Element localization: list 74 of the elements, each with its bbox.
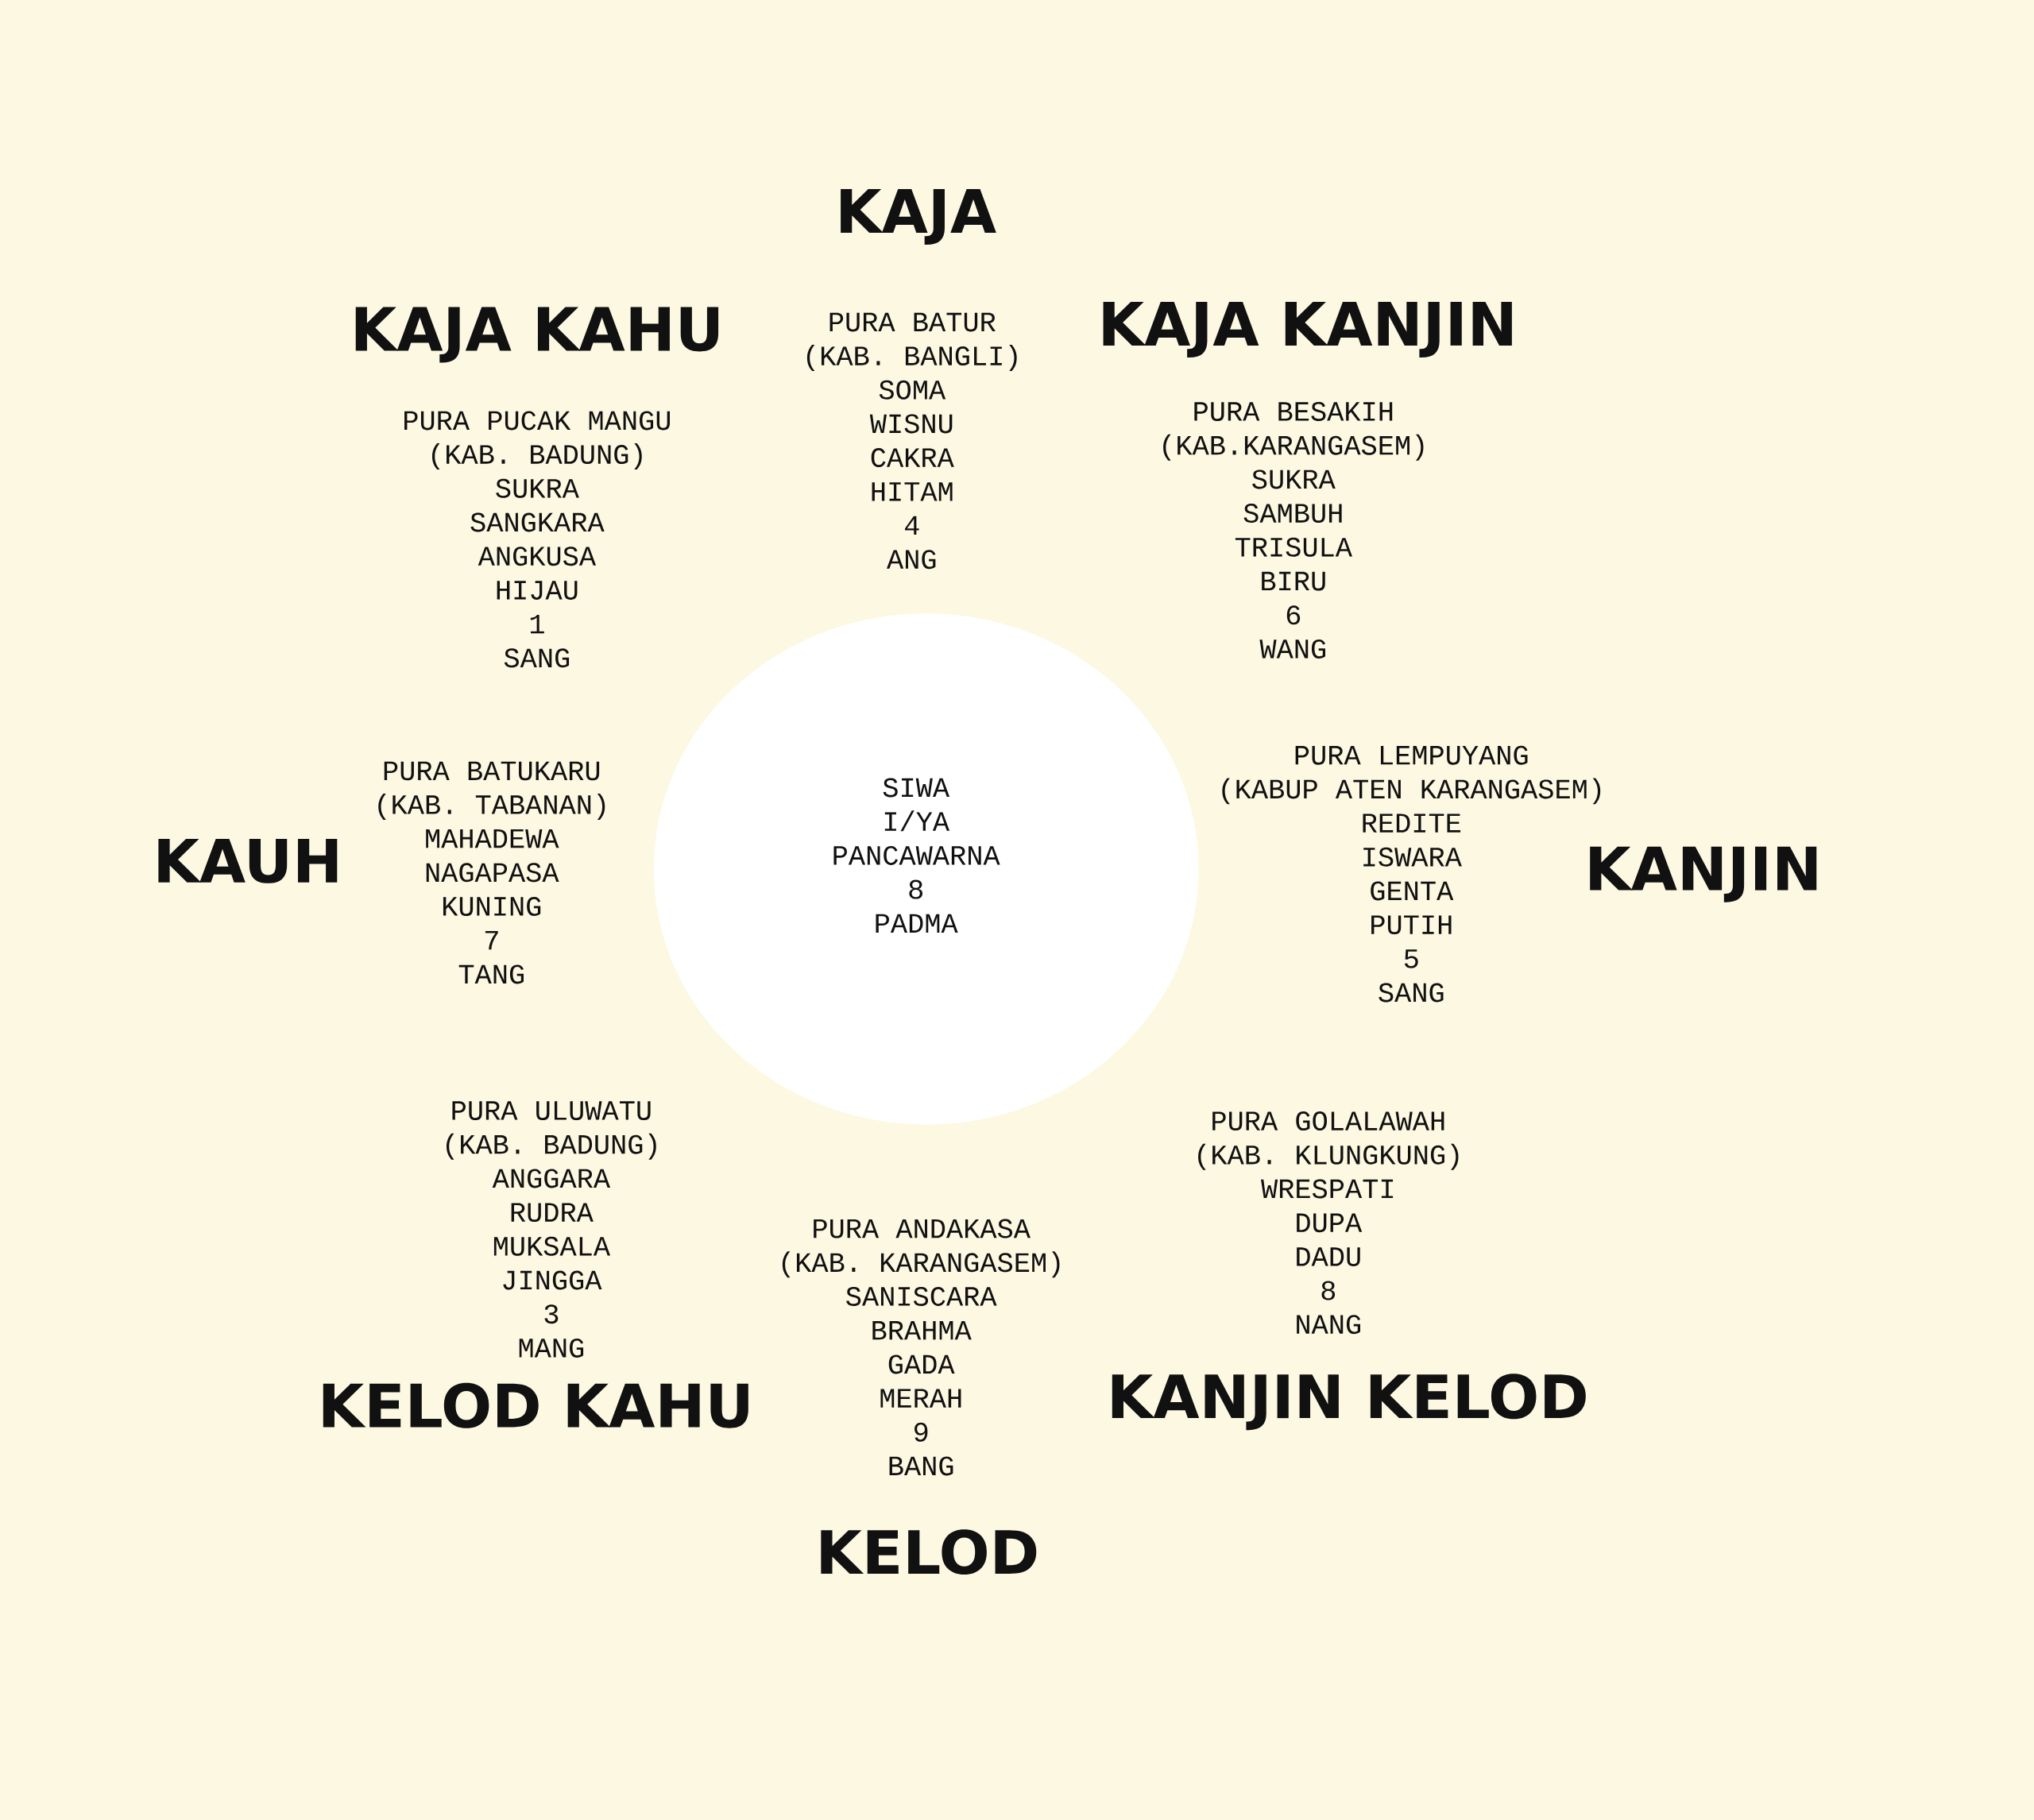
direction-heading: KAUH <box>158 838 338 883</box>
list-text: BRAHMA <box>872 1321 972 1340</box>
list-text: MANG <box>519 1338 584 1358</box>
list-text: PURA PUCAK MANGU <box>404 411 670 431</box>
list-text: NANG <box>1297 1315 1361 1335</box>
list-text: KUNING <box>443 897 541 916</box>
circle <box>653 613 1199 1125</box>
direction-heading: KAJA <box>841 189 996 245</box>
direction-heading: KAJA KANJIN <box>1103 302 1512 357</box>
list-text: SIWA <box>883 778 950 798</box>
list-text: SANISCARA <box>846 1287 997 1306</box>
list-text: 9 <box>915 1422 928 1442</box>
list-text: 8 <box>909 879 922 899</box>
list-text: MAHADEWA <box>426 829 559 848</box>
list-text: PURA ANDAKASA <box>814 1219 1031 1238</box>
list-text: (KAB. TABANAN) <box>378 794 605 820</box>
list-text: DUPA <box>1297 1213 1363 1233</box>
list-text: SANGKARA <box>470 512 605 532</box>
direction-heading: KANJIN KELOD <box>1112 1374 1586 1431</box>
direction-heading: KELOD KAHU <box>323 1382 748 1428</box>
list-text: GADA <box>888 1354 955 1374</box>
list-text: SUKRA <box>1252 469 1336 489</box>
list-text: PADMA <box>876 914 958 933</box>
list-text: TRISULA <box>1235 537 1352 557</box>
list-text: CAKRA <box>871 448 954 468</box>
list-text: PURA BATUR <box>829 312 996 332</box>
list-text: HITAM <box>872 482 953 501</box>
list-text: 3 <box>544 1304 559 1324</box>
list-text: MUKSALA <box>493 1236 611 1256</box>
list-text: PURA BATUKARU <box>384 761 600 781</box>
list-text: SOMA <box>879 380 946 400</box>
list-text: HIJAU <box>497 581 578 600</box>
list-text: 7 <box>485 931 498 950</box>
list-text: GENTA <box>1371 881 1454 901</box>
list-text: 5 <box>1404 949 1418 968</box>
list-text: DADU <box>1297 1247 1360 1266</box>
list-text: WISNU <box>869 414 953 434</box>
list-text: NAGAPASA <box>426 863 559 883</box>
list-text: 6 <box>1286 605 1301 625</box>
list-text: JINGGA <box>503 1270 602 1290</box>
direction-heading: KELOD <box>821 1529 1037 1575</box>
list-text: (KAB. BANGLI) <box>806 345 1017 372</box>
list-text: (KAB. KARANGASEM) <box>782 1251 1060 1278</box>
list-text: SANG <box>504 648 570 668</box>
list-text: ANGGARA <box>492 1169 611 1188</box>
list-text: MERAH <box>880 1389 961 1408</box>
list-text: 8 <box>1321 1281 1336 1300</box>
list-text: PANCAWARNA <box>833 845 1000 865</box>
direction-heading: KANJIN <box>1590 846 1817 902</box>
list-text: PURA LEMPUYANG <box>1295 745 1528 765</box>
list-text: I/YA <box>884 810 950 832</box>
list-text: PURA BESAKIH <box>1194 402 1393 421</box>
list-text: PURA GOLALAWAH <box>1212 1111 1444 1131</box>
list-text: (KAB. BADUNG) <box>432 443 642 470</box>
direction-heading: KAJA KAHU <box>355 307 719 363</box>
list-text: SAMBUH <box>1243 504 1342 524</box>
list-text: BIRU <box>1262 571 1325 591</box>
list-text: RUDRA <box>511 1203 594 1223</box>
list-text: (KAB. BADUNG) <box>447 1133 656 1160</box>
list-text: PUTIH <box>1371 915 1452 935</box>
list-text: ANGKUSA <box>478 547 597 566</box>
list-text: TANG <box>458 964 524 984</box>
list-text: ANG <box>887 550 936 570</box>
list-text: 1 <box>530 614 544 634</box>
list-text: WRESPATI <box>1261 1179 1394 1199</box>
list-text: SANG <box>1379 983 1444 1003</box>
list-text: 4 <box>905 516 919 535</box>
list-text: BANG <box>889 1456 953 1476</box>
list-text: SUKRA <box>496 478 579 498</box>
list-text: (KAB. KLUNGKUNG) <box>1198 1143 1459 1170</box>
list-text: ISWARA <box>1363 847 1462 867</box>
list-text: (KAB.KARANGASEM) <box>1163 434 1424 461</box>
list-text: WANG <box>1259 639 1326 659</box>
list-text: REDITE <box>1363 813 1461 833</box>
